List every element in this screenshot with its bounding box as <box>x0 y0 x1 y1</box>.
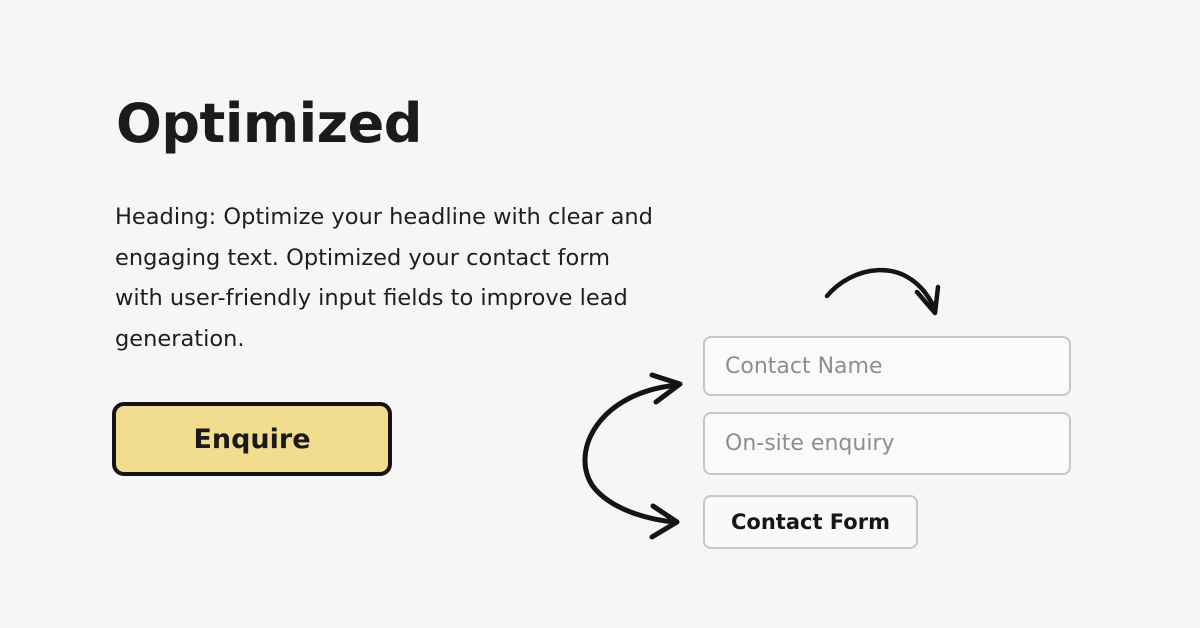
description-text: Heading: Optimize your headline with cle… <box>115 204 653 352</box>
enquiry-input[interactable] <box>703 412 1071 475</box>
contact-form-button[interactable]: Contact Form <box>703 495 918 549</box>
contact-name-input[interactable] <box>703 336 1071 396</box>
enquire-button[interactable]: Enquire <box>112 402 392 476</box>
page-title: Optimized <box>116 92 422 155</box>
